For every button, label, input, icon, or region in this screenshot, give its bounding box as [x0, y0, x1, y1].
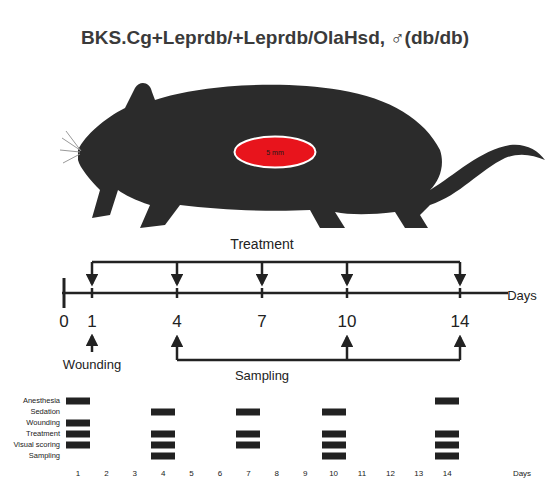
row-label: Visual scoring	[13, 441, 60, 449]
day-label: 4	[161, 470, 165, 479]
day-label: 9	[303, 470, 307, 479]
row-label: Wounding	[26, 419, 60, 427]
wound-size: 5 mm	[266, 149, 284, 156]
tick-label: 10	[338, 313, 357, 332]
day-label: 13	[414, 470, 423, 479]
row-label: Sedation	[30, 408, 60, 416]
day-label: 1	[76, 470, 80, 479]
day-label: 8	[275, 470, 279, 479]
schedule-bars	[66, 398, 459, 460]
day-label: 7	[246, 470, 250, 479]
day-label: 6	[218, 470, 222, 479]
axis-title: Days	[513, 470, 531, 479]
row-label: Sampling	[29, 452, 60, 460]
tick-label: 0	[59, 313, 68, 332]
day-label: 12	[386, 470, 395, 479]
timeline	[62, 262, 508, 360]
bracket-label: Treatment	[230, 237, 293, 252]
tick-label: 7	[257, 313, 266, 332]
day-label: 5	[189, 470, 193, 479]
day-label: 14	[443, 470, 452, 479]
axis-title: Days	[507, 289, 537, 303]
row-label: Treatment	[26, 430, 60, 438]
row-label: Anesthesia	[23, 397, 60, 405]
wound-area: 5 mm	[233, 135, 317, 169]
tick-label: 4	[172, 313, 181, 332]
title: BKS.Cg+Leprdb/+Leprdb/OlaHsd, ♂(db/db)	[81, 28, 469, 49]
tick-label: 14	[451, 313, 470, 332]
event-label: Wounding	[63, 358, 121, 372]
day-label: 2	[104, 470, 108, 479]
tick-label: 1	[87, 313, 96, 332]
bracket-label: Sampling	[235, 369, 289, 383]
day-label: 11	[358, 470, 366, 479]
mouse-silhouette	[60, 83, 545, 228]
day-label: 10	[329, 470, 338, 479]
day-label: 3	[133, 470, 137, 479]
